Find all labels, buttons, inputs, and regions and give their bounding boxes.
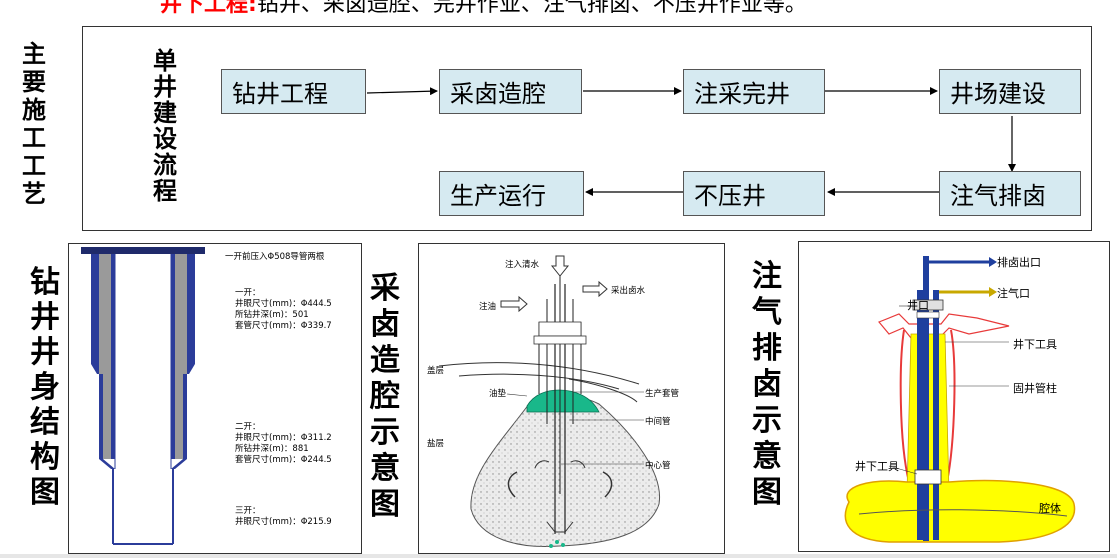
step-snubbing: 不压井 <box>683 171 825 216</box>
drill-title-char: 图 <box>30 475 60 510</box>
side-title-char: 工 <box>22 152 46 180</box>
side-title-char: 主 <box>22 40 46 68</box>
drill-stage-2: 二开： 井眼尺寸(mm)：Φ311.2 所钻井深(m)：881 套管尺寸(mm)… <box>235 422 332 466</box>
label-center-pipe: 中心管 <box>645 461 671 471</box>
label-salt-layer: 盐层 <box>427 439 445 449</box>
brine-title: 采 卤 造 腔 示 意 图 <box>370 274 400 520</box>
drill-stage-3: 三开： 井眼尺寸(mm)：Φ215.9 <box>235 506 332 528</box>
flow-title-char: 井 <box>153 73 177 101</box>
step-production: 生产运行 <box>439 171 584 216</box>
page-header: 井下工程:钻井、采卤造腔、完井作业、注气排卤、不压井作业等。 <box>160 0 807 17</box>
label-cap-rock: 盖层 <box>427 366 445 376</box>
stage-line: 套管尺寸(mm)：Φ339.7 <box>235 321 332 331</box>
header-highlight: 井下工程: <box>160 0 257 17</box>
label-oil-pad: 油垫 <box>489 389 507 399</box>
drill-title-char: 身 <box>30 370 60 405</box>
drill-note: 一开前压入Φ508导管两根 <box>225 252 325 262</box>
gas-title-char: 示 <box>752 403 782 438</box>
drill-stage-1: 一开： 井眼尺寸(mm)：Φ444.5 所钻井深(m)：501 套管尺寸(mm)… <box>235 288 332 332</box>
gas-title-char: 注 <box>752 259 782 294</box>
label-downhole-tool-1: 井下工具 <box>1013 338 1057 351</box>
brine-diagram: 注入清水 注油 采出卤水 盖层 油垫 生产套管 中间管 盐层 中心管 <box>418 243 725 554</box>
label-downhole-tool-2: 井下工具 <box>855 460 899 473</box>
brine-title-char: 图 <box>370 487 400 522</box>
brine-title-char: 造 <box>370 343 400 378</box>
label-brine-out: 采出卤水 <box>611 286 646 296</box>
label-gas-inlet: 注气口 <box>997 287 1030 300</box>
drill-title-char: 钻 <box>30 265 60 300</box>
stage-line: 井眼尺寸(mm)：Φ444.5 <box>235 299 332 309</box>
label-inject-oil: 注油 <box>479 302 497 312</box>
gas-title-char: 气 <box>752 295 782 330</box>
gas-title-char: 卤 <box>752 367 782 402</box>
drill-title-char: 构 <box>30 440 60 475</box>
stage-line: 所钻井深(m)：881 <box>235 444 309 454</box>
drill-title-char: 井 <box>30 300 60 335</box>
flow-title: 单 井 建 设 流 程 <box>153 49 177 203</box>
brine-title-char: 意 <box>370 451 400 486</box>
brine-cavity-graphic <box>438 255 661 548</box>
step-wellsite: 井场建设 <box>939 69 1081 114</box>
gas-injection-graphic <box>844 256 1076 543</box>
bottom-bar <box>0 554 1117 558</box>
label-mid-pipe: 中间管 <box>645 417 671 427</box>
stage-line: 二开： <box>235 422 261 432</box>
gas-title: 注 气 排 卤 示 意 图 <box>752 262 782 508</box>
flow-panel: 单 井 建 设 流 程 钻井工程 采卤造腔 注采完井 井场建设 注气排卤 不压井… <box>82 26 1092 231</box>
stage-line: 所钻井深(m)：501 <box>235 310 309 320</box>
stage-line: 套管尺寸(mm)：Φ244.5 <box>235 455 332 465</box>
header-text: 钻井、采卤造腔、完井作业、注气排卤、不压井作业等。 <box>256 0 807 17</box>
side-title-char: 施 <box>22 96 46 124</box>
well-structure-graphic <box>81 247 205 545</box>
gas-diagram: 排卤出口 注气口 井口 井下工具 固井管柱 井下工具 腔体 <box>798 241 1110 552</box>
drill-title-char: 井 <box>30 335 60 370</box>
stage-line: 三开： <box>235 506 261 516</box>
step-brine-cavity: 采卤造腔 <box>439 69 582 114</box>
label-wellhead: 井口 <box>907 299 929 312</box>
label-cavity: 腔体 <box>1039 502 1061 515</box>
gas-title-char: 意 <box>752 439 782 474</box>
flow-title-char: 程 <box>153 177 177 205</box>
flow-title-char: 设 <box>153 125 177 153</box>
step-gas-injection: 注气排卤 <box>939 171 1081 216</box>
step-completion: 注采完井 <box>683 69 825 114</box>
label-brine-outlet: 排卤出口 <box>997 256 1041 269</box>
gas-title-char: 图 <box>752 475 782 510</box>
flow-arrows <box>366 87 1016 196</box>
flow-title-char: 单 <box>153 47 177 75</box>
gas-title-char: 排 <box>752 331 782 366</box>
side-title: 主 要 施 工 工 艺 <box>22 42 46 206</box>
drill-diagram: 一开前压入Φ508导管两根 一开： 井眼尺寸(mm)：Φ444.5 所钻井深(m… <box>68 243 362 554</box>
flow-title-char: 流 <box>153 151 177 179</box>
brine-title-char: 示 <box>370 415 400 450</box>
side-title-char: 艺 <box>22 180 46 208</box>
label-prod-casing: 生产套管 <box>645 389 680 399</box>
label-cement-column: 固井管柱 <box>1013 382 1057 395</box>
brine-title-char: 腔 <box>370 379 400 414</box>
brine-title-char: 卤 <box>370 307 400 342</box>
stage-line: 井眼尺寸(mm)：Φ311.2 <box>235 433 332 443</box>
label-inject-water: 注入清水 <box>505 260 540 270</box>
drill-title: 钻 井 井 身 结 构 图 <box>30 268 60 508</box>
side-title-char: 要 <box>22 68 46 96</box>
stage-line: 一开： <box>235 288 261 298</box>
side-title-char: 工 <box>22 124 46 152</box>
drill-title-char: 结 <box>30 405 60 440</box>
step-drilling: 钻井工程 <box>221 69 366 114</box>
stage-line: 井眼尺寸(mm)：Φ215.9 <box>235 517 332 527</box>
flow-title-char: 建 <box>153 99 177 127</box>
brine-title-char: 采 <box>370 271 400 306</box>
